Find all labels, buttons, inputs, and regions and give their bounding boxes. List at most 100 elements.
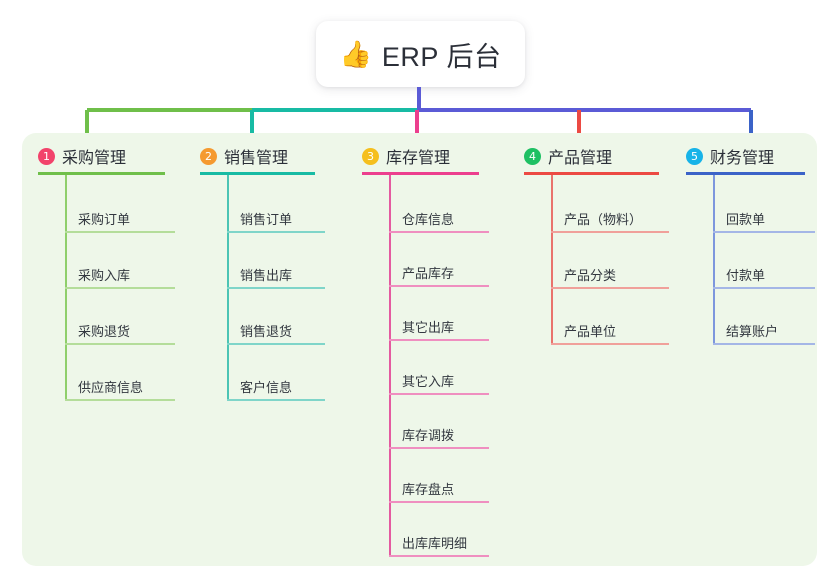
branch-index-badge: 5 [686,147,703,165]
leaf-item-underline [227,231,325,233]
branch-header-销售管理[interactable]: 2 销售管理 [200,144,288,168]
leaf-item-underline [389,501,489,503]
leaf-item-label: 采购退货 [78,324,131,339]
leaf-item-label: 产品分类 [564,268,617,283]
leaf-item[interactable]: 库存调拨 [389,419,489,449]
branch-spine [551,175,553,345]
branch-title: 财务管理 [710,150,775,167]
branch-underline [38,172,165,175]
thumbs-up-icon: 👍 [339,39,372,69]
branch-drop-2 [250,110,254,135]
branch-index-badge: 2 [200,147,217,165]
leaf-item[interactable]: 采购退货 [65,315,175,345]
branch-header-库存管理[interactable]: 3 库存管理 [362,144,450,168]
leaf-item[interactable]: 销售订单 [227,203,325,233]
leaf-item[interactable]: 回款单 [713,203,815,233]
leaf-item-label: 供应商信息 [78,380,144,395]
leaf-item[interactable]: 仓库信息 [389,203,489,233]
leaf-item-underline [551,287,669,289]
leaf-item-underline [389,393,489,395]
leaf-item-underline [227,343,325,345]
leaf-item-label: 销售出库 [240,268,293,283]
leaf-item-label: 库存调拨 [402,428,455,443]
bus-segment-2 [252,108,417,112]
branch-title: 销售管理 [224,150,289,167]
leaf-item-underline [389,285,489,287]
page-title: ERP 后台 [381,41,502,72]
leaf-item-label: 采购入库 [78,268,131,283]
leaf-item-underline [389,231,489,233]
leaf-item[interactable]: 其它入库 [389,365,489,395]
leaf-item-label: 付款单 [726,268,766,283]
leaf-item-label: 销售订单 [240,212,293,227]
leaf-item-label: 产品（物料） [564,212,643,227]
leaf-item-label: 客户信息 [240,380,293,395]
branch-header-财务管理[interactable]: 5 财务管理 [686,144,774,168]
leaf-item-underline [65,399,175,401]
leaf-item-label: 销售退货 [240,324,293,339]
leaf-item[interactable]: 结算账户 [713,315,815,345]
branch-title: 库存管理 [386,150,451,167]
leaf-item-underline [713,287,815,289]
branch-underline [524,172,659,175]
leaf-item[interactable]: 出库库明细 [389,527,489,557]
branch-drop-4 [577,110,581,135]
leaf-item[interactable]: 库存盘点 [389,473,489,503]
leaf-item-label: 产品单位 [564,324,617,339]
leaf-item-label: 其它出库 [402,320,455,335]
leaf-item[interactable]: 产品分类 [551,259,669,289]
leaf-item-label: 回款单 [726,212,766,227]
leaf-item-underline [65,231,175,233]
branch-title: 产品管理 [548,150,613,167]
leaf-item-label: 库存盘点 [402,482,455,497]
leaf-item-underline [551,343,669,345]
leaf-item-underline [65,287,175,289]
branch-spine [713,175,715,345]
leaf-item[interactable]: 客户信息 [227,371,325,401]
branch-header-采购管理[interactable]: 1 采购管理 [38,144,126,168]
bus-segment-1 [87,108,252,112]
leaf-item[interactable]: 销售退货 [227,315,325,345]
branch-drop-3 [415,110,419,135]
leaf-item-underline [389,447,489,449]
leaf-item-underline [713,343,815,345]
root-connector-stem [417,87,421,110]
leaf-item[interactable]: 产品单位 [551,315,669,345]
leaf-item-underline [65,343,175,345]
leaf-item[interactable]: 采购订单 [65,203,175,233]
leaf-item-underline [713,231,815,233]
branch-underline [200,172,315,175]
branch-drop-1 [85,110,89,135]
branch-drop-5 [749,110,753,135]
branch-underline [686,172,805,175]
branch-index-badge: 4 [524,147,541,165]
leaf-item-underline [227,287,325,289]
leaf-item-label: 采购订单 [78,212,131,227]
leaf-item[interactable]: 销售出库 [227,259,325,289]
leaf-item-label: 仓库信息 [402,212,455,227]
bus-segment-3 [417,108,751,112]
root-node-erp-backend[interactable]: 👍 ERP 后台 [316,21,525,87]
leaf-item[interactable]: 其它出库 [389,311,489,341]
leaf-item-label: 其它入库 [402,374,455,389]
leaf-item-underline [389,339,489,341]
branch-index-badge: 3 [362,147,379,165]
branch-spine [389,175,391,557]
leaf-item[interactable]: 产品库存 [389,257,489,287]
branch-panel [22,133,817,566]
leaf-item-underline [227,399,325,401]
branch-columns: 1 采购管理采购订单采购入库采购退货供应商信息 2 销售管理销售订单销售出库销售退货客… [22,133,817,566]
leaf-item[interactable]: 供应商信息 [65,371,175,401]
branch-title: 采购管理 [62,150,127,167]
leaf-item[interactable]: 付款单 [713,259,815,289]
branch-underline [362,172,479,175]
leaf-item-underline [389,555,489,557]
leaf-item-label: 结算账户 [726,324,779,339]
branch-header-产品管理[interactable]: 4 产品管理 [524,144,612,168]
branch-index-badge: 1 [38,147,55,165]
leaf-item[interactable]: 采购入库 [65,259,175,289]
leaf-item-label: 产品库存 [402,266,455,281]
leaf-item[interactable]: 产品（物料） [551,203,669,233]
leaf-item-label: 出库库明细 [402,536,468,551]
